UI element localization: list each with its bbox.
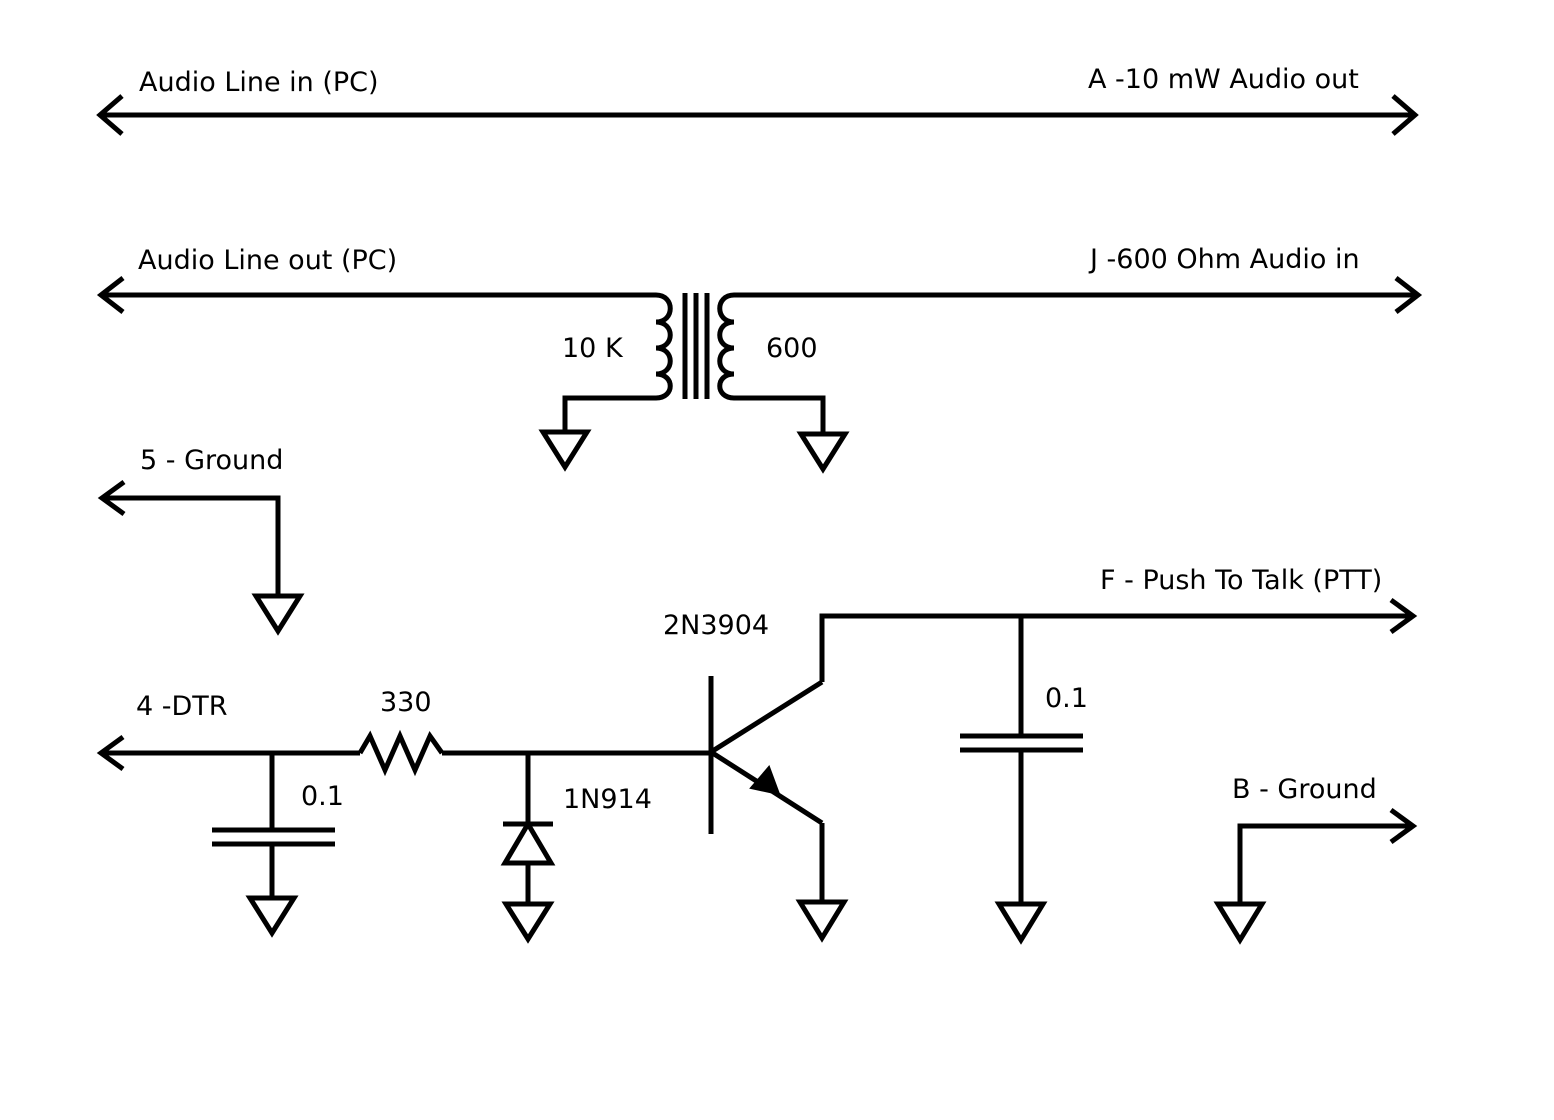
label-ground-5: 5 - Ground: [140, 445, 283, 476]
arrow-right-icon: [1394, 276, 1423, 314]
label-audio-in-600: J -600 Ohm Audio in: [1088, 244, 1360, 275]
label-resistor: 330: [380, 687, 432, 718]
transistor-icon: [708, 676, 849, 943]
primary-coil: [655, 292, 673, 401]
ground-icon: [245, 895, 299, 938]
ground-icon: [994, 901, 1048, 945]
emitter-arrow-icon: [749, 765, 781, 796]
dtr-net: [96, 729, 711, 944]
ground-icon: [795, 899, 849, 943]
label-diode: 1N914: [563, 784, 652, 815]
ptt-net: [819, 597, 1418, 945]
ground-icon: [538, 429, 592, 472]
ground-b-wire: [1237, 823, 1413, 904]
audio-line-out-net: [96, 276, 1423, 314]
ground-5-net: [97, 479, 305, 636]
ground-icon: [501, 901, 555, 944]
label-ptt: F - Push To Talk (PTT): [1100, 565, 1382, 596]
arrow-right-icon: [1389, 807, 1418, 845]
ground-icon: [796, 431, 850, 474]
label-cap-ptt: 0.1: [1045, 683, 1088, 714]
arrow-left-icon: [96, 94, 124, 136]
label-audio-out-10mw: A -10 mW Audio out: [1088, 64, 1359, 95]
label-audio-line-in: Audio Line in (PC): [139, 67, 379, 98]
label-transformer-secondary: 600: [766, 333, 818, 364]
label-cap-dtr: 0.1: [301, 781, 344, 812]
ground-5-wire: [102, 495, 281, 596]
label-audio-line-out: Audio Line out (PC): [138, 245, 397, 276]
label-transistor: 2N3904: [663, 610, 769, 641]
secondary-ground-wire: [734, 395, 826, 434]
label-dtr: 4 -DTR: [136, 691, 228, 722]
diode-icon: [500, 819, 556, 866]
transistor-collector: [709, 679, 824, 755]
arrow-right-icon: [1389, 597, 1418, 635]
audio-line-in-net: [96, 94, 1419, 136]
ground-icon: [251, 593, 305, 636]
transformer-icon: [655, 292, 735, 401]
arrow-right-icon: [1391, 94, 1419, 136]
primary-ground-wire: [562, 395, 656, 432]
resistor-icon: [357, 729, 445, 777]
ptt-wire: [819, 613, 1413, 682]
ground-icon: [1213, 901, 1267, 945]
ground-b-net: [1213, 807, 1418, 945]
secondary-coil: [717, 292, 735, 401]
label-ground-b: B - Ground: [1232, 774, 1377, 805]
label-transformer-primary: 10 K: [562, 333, 624, 364]
